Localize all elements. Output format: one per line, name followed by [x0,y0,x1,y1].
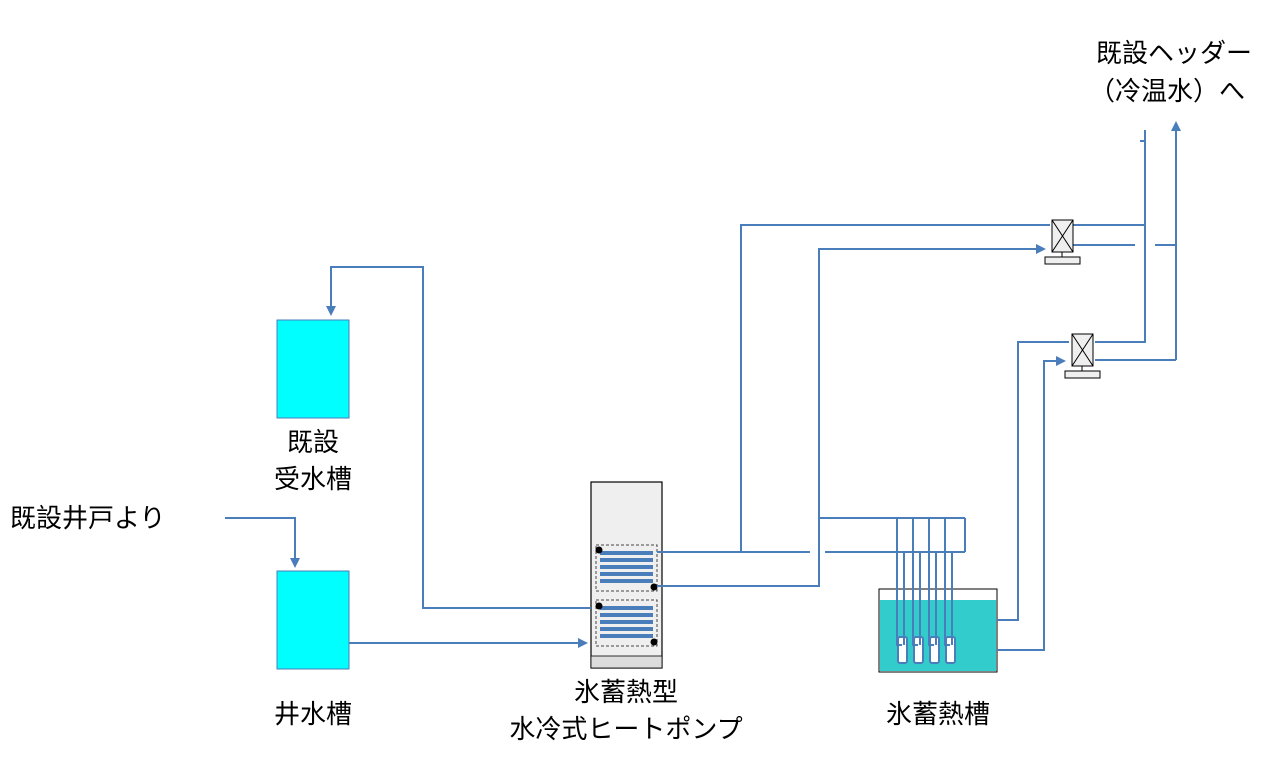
heat-pump-unit [590,481,663,669]
well-source-label: 既設井戸より [10,504,166,534]
existing-tank-label-line2: 受水槽 [273,465,352,495]
pipe-heat-pump-to-receiving-tank [326,266,591,609]
ice-tank-label: 氷蓄熱槽 [885,700,990,730]
heat-exchanger-upper [595,544,658,592]
pipe-lower-valve-out-a [1095,338,1146,343]
three-way-valve-icon [1044,219,1081,265]
heat-pump-label-line1: 氷蓄熱型 [573,678,678,708]
well-tank-label: 井水槽 [273,700,352,730]
piping [225,121,1181,651]
pipe-hp-upper-supply [657,224,1050,553]
pipe-hp-upper-return [657,244,1046,587]
pipe-ice-tank-out-b [997,356,1066,651]
header-label-line2: （冷温水）へ [1088,77,1245,107]
well-water-tank [276,570,350,670]
three-way-valve-icon [1064,333,1101,379]
pipe-ice-tank-out-a [997,341,1069,621]
pipe-header-trunk-a [1140,140,1146,338]
pipe-well-source [225,517,300,568]
heat-pump-label-line2: 水冷式ヒートポンプ [509,715,743,745]
existing-receiving-tank [276,319,350,419]
header-label-line1: 既設ヘッダー [1095,39,1252,69]
heat-exchanger-lower [595,599,658,647]
existing-tank-label-line1: 既設 [286,428,339,458]
